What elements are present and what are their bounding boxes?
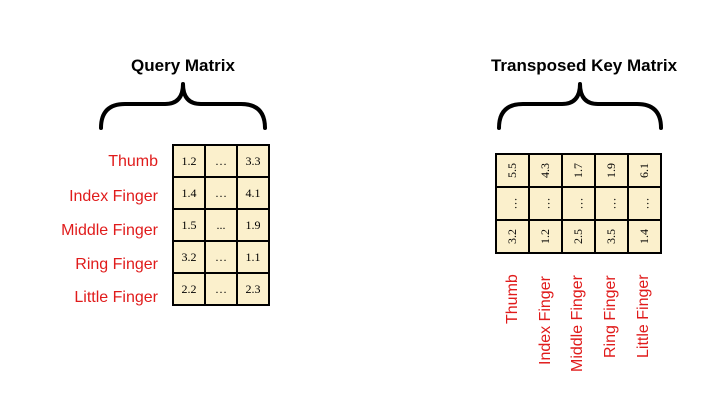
matrix-cell: … [561, 186, 596, 221]
matrix-cell-value: 3.5 [604, 229, 618, 244]
matrix-cell-value: 1.4 [637, 229, 651, 244]
matrix-cell: 2.2 [172, 272, 206, 306]
matrix-cell-value: 1.2 [538, 229, 552, 244]
matrix-cell: 1.9 [236, 208, 270, 242]
matrix-cell: … [204, 176, 238, 210]
query-matrix-title: Query Matrix [131, 56, 235, 75]
table-row: … … … … … [495, 186, 662, 221]
matrix-cell: 6.1 [627, 153, 662, 188]
matrix-cell: 3.2 [172, 240, 206, 274]
matrix-cell: … [204, 144, 238, 178]
key-brace-path [497, 82, 663, 130]
table-row: 3.2 1.2 2.5 3.5 1.4 [495, 219, 662, 254]
matrix-cell: 1.4 [172, 176, 206, 210]
matrix-cell: 2.5 [561, 219, 596, 254]
matrix-cell: 3.3 [236, 144, 270, 178]
matrix-cell-value: … [571, 197, 585, 210]
query-row-label: Little Finger [74, 289, 158, 306]
table-row: 1.2 … 3.3 [172, 144, 270, 178]
matrix-cell-value: 2.5 [571, 229, 585, 244]
query-row-label: Ring Finger [75, 256, 158, 273]
matrix-cell: … [204, 240, 238, 274]
key-column-label: Little Finger [635, 274, 652, 358]
table-row: 5.5 4.3 1.7 1.9 6.1 [495, 153, 662, 188]
matrix-cell: … [594, 186, 629, 221]
matrix-cell: 3.2 [495, 219, 530, 254]
matrix-cell: 1.7 [561, 153, 596, 188]
table-row: 1.5 ... 1.9 [172, 208, 270, 242]
matrix-cell: ... [204, 208, 238, 242]
transposed-key-matrix: 5.5 4.3 1.7 1.9 6.1 … … … … … 3.2 1.2 2.… [495, 153, 662, 254]
matrix-cell: 4.3 [528, 153, 563, 188]
matrix-cell-value: 5.5 [505, 163, 519, 178]
matrix-cell: … [495, 186, 530, 221]
matrix-cell-value: … [505, 197, 519, 210]
matrix-cell: 5.5 [495, 153, 530, 188]
matrix-cell: 4.1 [236, 176, 270, 210]
table-row: 2.2 … 2.3 [172, 272, 270, 306]
matrix-cell: 1.5 [172, 208, 206, 242]
matrix-cell-value: … [637, 197, 651, 210]
matrix-cell-value: 1.7 [571, 163, 585, 178]
matrix-cell-value: 4.3 [538, 163, 552, 178]
query-matrix: 1.2 … 3.3 1.4 … 4.1 1.5 ... 1.9 3.2 … 1.… [172, 144, 270, 306]
key-column-label: Ring Finger [602, 275, 619, 358]
table-row: 1.4 … 4.1 [172, 176, 270, 210]
key-column-label: Thumb [504, 274, 521, 324]
query-brace-path [99, 82, 267, 130]
matrix-cell: … [204, 272, 238, 306]
key-column-label: Index Finger [537, 276, 554, 365]
matrix-cell: 2.3 [236, 272, 270, 306]
matrix-cell: 3.5 [594, 219, 629, 254]
query-row-label: Thumb [108, 153, 158, 170]
matrix-cell: … [528, 186, 563, 221]
matrix-cell-value: … [604, 197, 618, 210]
matrix-cell: 1.4 [627, 219, 662, 254]
matrix-cell-value: 1.9 [604, 163, 618, 178]
matrix-cell: 1.2 [528, 219, 563, 254]
table-row: 3.2 … 1.1 [172, 240, 270, 274]
matrix-cell-value: … [538, 197, 552, 210]
matrix-cell-value: 3.2 [505, 229, 519, 244]
query-row-label: Index Finger [69, 188, 158, 205]
query-row-label: Middle Finger [61, 222, 158, 239]
matrix-cell: 1.1 [236, 240, 270, 274]
matrix-cell: 1.9 [594, 153, 629, 188]
key-column-label: Middle Finger [569, 275, 586, 372]
matrix-cell-value: 6.1 [637, 163, 651, 178]
matrix-cell: 1.2 [172, 144, 206, 178]
key-matrix-title: Transposed Key Matrix [490, 56, 678, 75]
matrix-cell: … [627, 186, 662, 221]
